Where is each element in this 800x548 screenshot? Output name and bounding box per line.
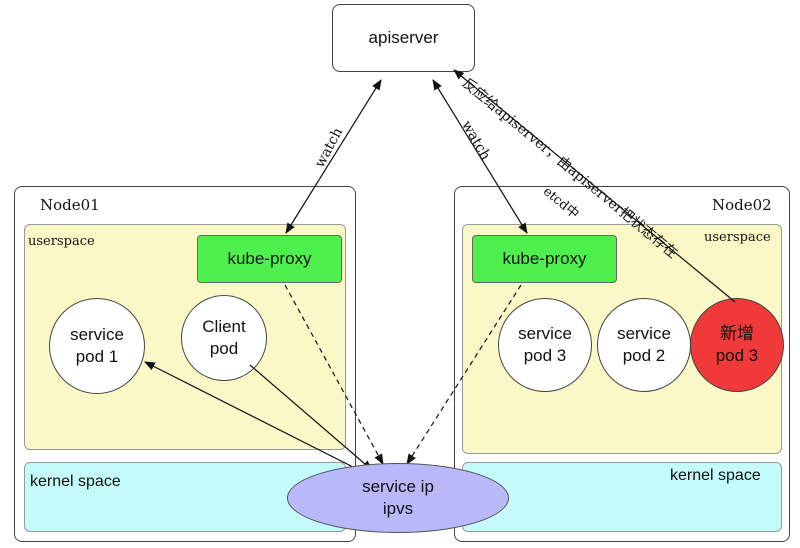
node02-title: Node02 (712, 196, 772, 214)
pod-label-line1: Client (202, 316, 246, 336)
watch-left-arrow (285, 79, 382, 234)
node02-kernel-space (462, 462, 782, 532)
pod-label-line1: 新增 (720, 323, 754, 343)
watch-right-arrow (432, 79, 528, 234)
node02-service-pod-2: service pod 2 (597, 298, 691, 392)
node02-kernel-label: kernel space (670, 467, 761, 484)
node02-service-pod-3: service pod 3 (498, 298, 592, 392)
service-ip-label: service ip (362, 476, 434, 496)
node02-kube-proxy-label: kube-proxy (502, 249, 587, 268)
node02-new-pod-3: 新增 pod 3 (690, 298, 784, 392)
node01-userspace-label: userspace (28, 234, 95, 249)
pod-label-line2: pod 1 (75, 347, 119, 366)
node01-kube-proxy: kube-proxy (197, 235, 342, 283)
ipvs-label: ipvs (382, 499, 414, 518)
node01-client-pod: Client pod (181, 295, 267, 381)
node02-userspace-label: userspace (704, 230, 771, 245)
pod-label-line2: pod (209, 339, 239, 358)
node01-title: Node01 (40, 196, 100, 214)
node01-kernel-label: kernel space (30, 473, 121, 490)
pod-label-line2: pod 3 (715, 346, 759, 365)
pod-label-line2: pod 3 (523, 346, 567, 365)
node01-kube-proxy-label: kube-proxy (227, 249, 312, 268)
node02-kube-proxy: kube-proxy (472, 235, 617, 283)
pod-label-line2: pod 2 (622, 346, 666, 365)
service-ip-ipvs: service ip ipvs (287, 463, 509, 533)
apiserver-label: apiserver (368, 28, 439, 47)
pod-label-line1: service (617, 323, 671, 343)
apiserver-box: apiserver (332, 4, 475, 72)
node01-service-pod-1: service pod 1 (49, 298, 145, 394)
node02-proxy-to-ipvs (406, 284, 522, 465)
client-to-ipvs (249, 364, 373, 471)
pod-label-line1: service (518, 323, 572, 343)
feedback-arrow (453, 69, 736, 303)
ipvs-to-service-pod-1 (144, 361, 356, 469)
pod-label-line1: service (70, 324, 124, 344)
node01-proxy-to-ipvs (284, 284, 384, 465)
